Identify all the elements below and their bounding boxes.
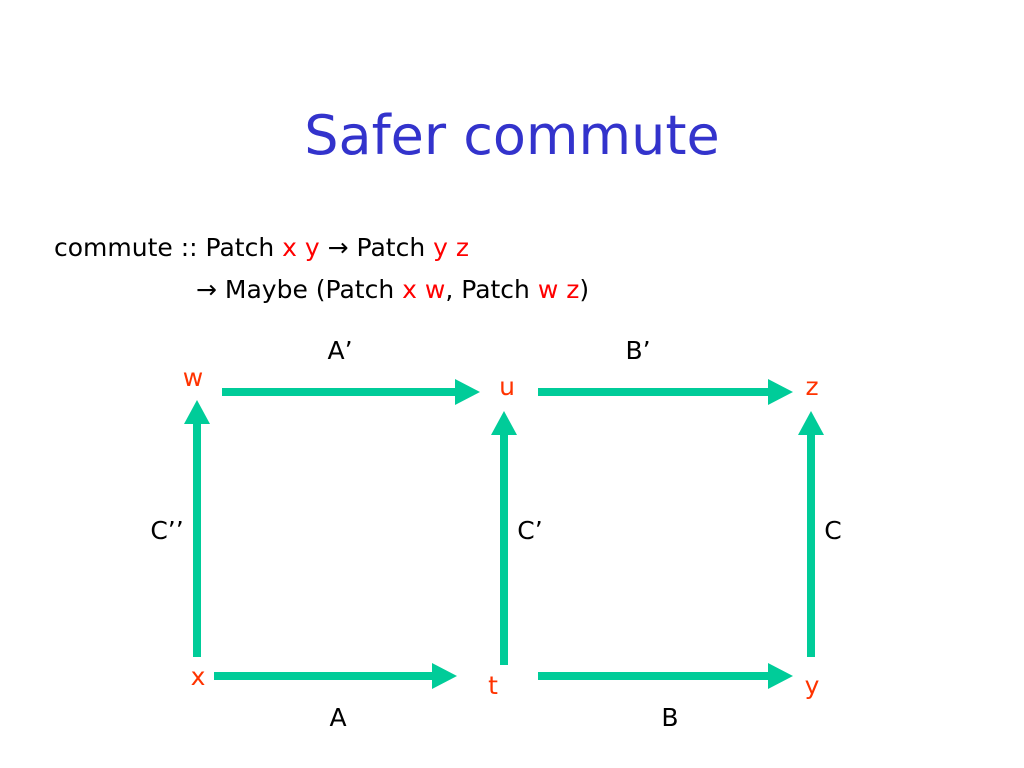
type-variable-z: z xyxy=(566,275,580,304)
type-variable-x: x xyxy=(402,275,417,304)
arrowhead-c-double-prime xyxy=(184,400,210,424)
node-u: u xyxy=(499,372,515,401)
node-y: y xyxy=(804,671,820,700)
arrowhead-b xyxy=(768,663,793,689)
node-t: t xyxy=(488,671,498,700)
signature-line-1: commute :: Patch x y → Patch y z xyxy=(54,231,469,265)
edge-label-c: C xyxy=(824,516,842,545)
edge-label-b-prime: B’ xyxy=(625,336,651,365)
slide-title: Safer commute xyxy=(304,104,720,167)
signature-text: → Patch xyxy=(319,233,434,262)
arrowhead-c xyxy=(798,411,824,435)
type-variable-w: w xyxy=(537,275,559,304)
edge-label-c-double-prime: C’’ xyxy=(150,516,184,545)
signature-text: commute :: Patch xyxy=(54,233,283,262)
type-variable-y: y xyxy=(433,233,448,262)
edge-label-c-prime: C’ xyxy=(517,516,543,545)
type-variable-x: x xyxy=(282,233,297,262)
arrowhead-c-prime xyxy=(491,411,517,435)
node-x: x xyxy=(190,662,206,691)
signature-text: , Patch xyxy=(445,275,538,304)
type-variable-y: y xyxy=(304,233,320,262)
signature-line-2: → Maybe (Patch x w, Patch w z) xyxy=(196,273,589,307)
arrowhead-b-prime xyxy=(768,379,793,405)
signature-text: ) xyxy=(579,275,590,304)
edge-label-a: A xyxy=(329,703,347,732)
type-variable-z: z xyxy=(455,233,469,262)
edge-label-a-prime: A’ xyxy=(327,336,353,365)
signature-text: → Maybe (Patch xyxy=(196,275,403,304)
node-z: z xyxy=(805,372,819,401)
arrowhead-a xyxy=(432,663,457,689)
edge-label-b: B xyxy=(661,703,679,732)
arrowhead-a-prime xyxy=(455,379,480,405)
type-variable-w: w xyxy=(424,275,446,304)
node-w: w xyxy=(182,363,204,392)
